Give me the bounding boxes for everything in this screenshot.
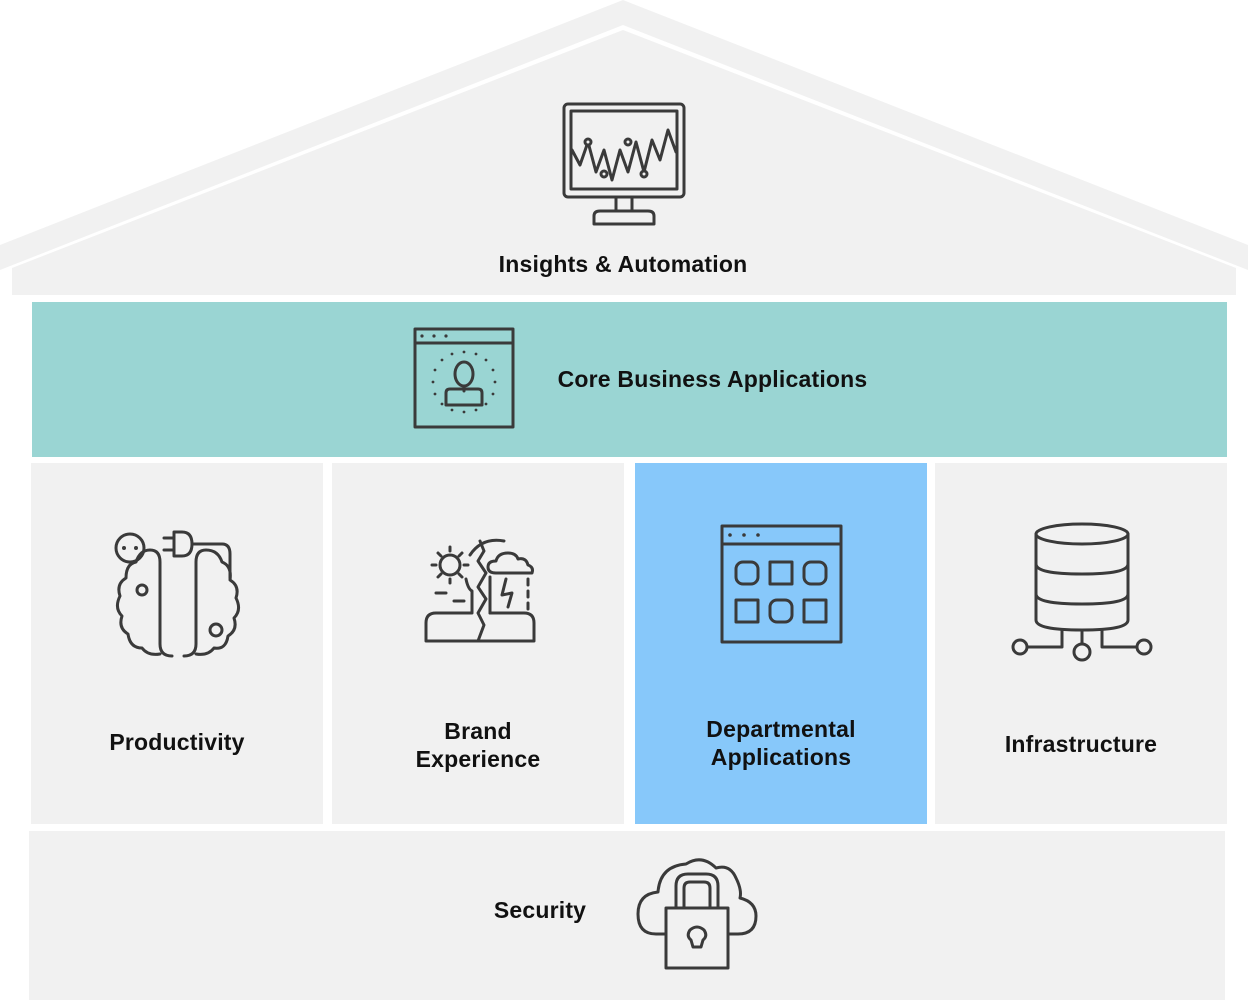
pillar-productivity — [31, 463, 323, 824]
pillar-departmental-applications-label: Departmental Applications — [635, 715, 927, 771]
split-mood-head-icon — [424, 533, 536, 645]
cloud-lock-icon — [636, 852, 758, 972]
foundation-security — [29, 831, 1225, 1000]
pillar-label-line1: Brand — [444, 718, 512, 744]
app-grid-window-icon — [720, 524, 843, 644]
core-business-applications-band — [32, 302, 1227, 457]
pillar-label-line1: Departmental — [706, 716, 856, 742]
pillar-infrastructure-label: Infrastructure — [935, 730, 1227, 758]
browser-user-profile-icon — [413, 327, 515, 429]
pillar-label-line2: Experience — [415, 746, 541, 772]
database-network-icon — [1010, 520, 1154, 664]
pillar-productivity-label: Productivity — [31, 728, 323, 756]
pillar-label-line1: Infrastructure — [1004, 731, 1158, 757]
monitor-waveform-icon — [560, 100, 688, 228]
pillar-brand-experience — [332, 463, 624, 824]
roof-label: Insights & Automation — [498, 251, 748, 277]
pillar-label-line2: Applications — [710, 744, 852, 770]
core-label: Core Business Applications — [557, 366, 868, 392]
pillar-label-line1: Productivity — [109, 729, 245, 755]
brain-plug-icon — [112, 528, 242, 660]
pillar-brand-experience-label: Brand Experience — [332, 717, 624, 773]
foundation-label: Security — [493, 897, 587, 923]
